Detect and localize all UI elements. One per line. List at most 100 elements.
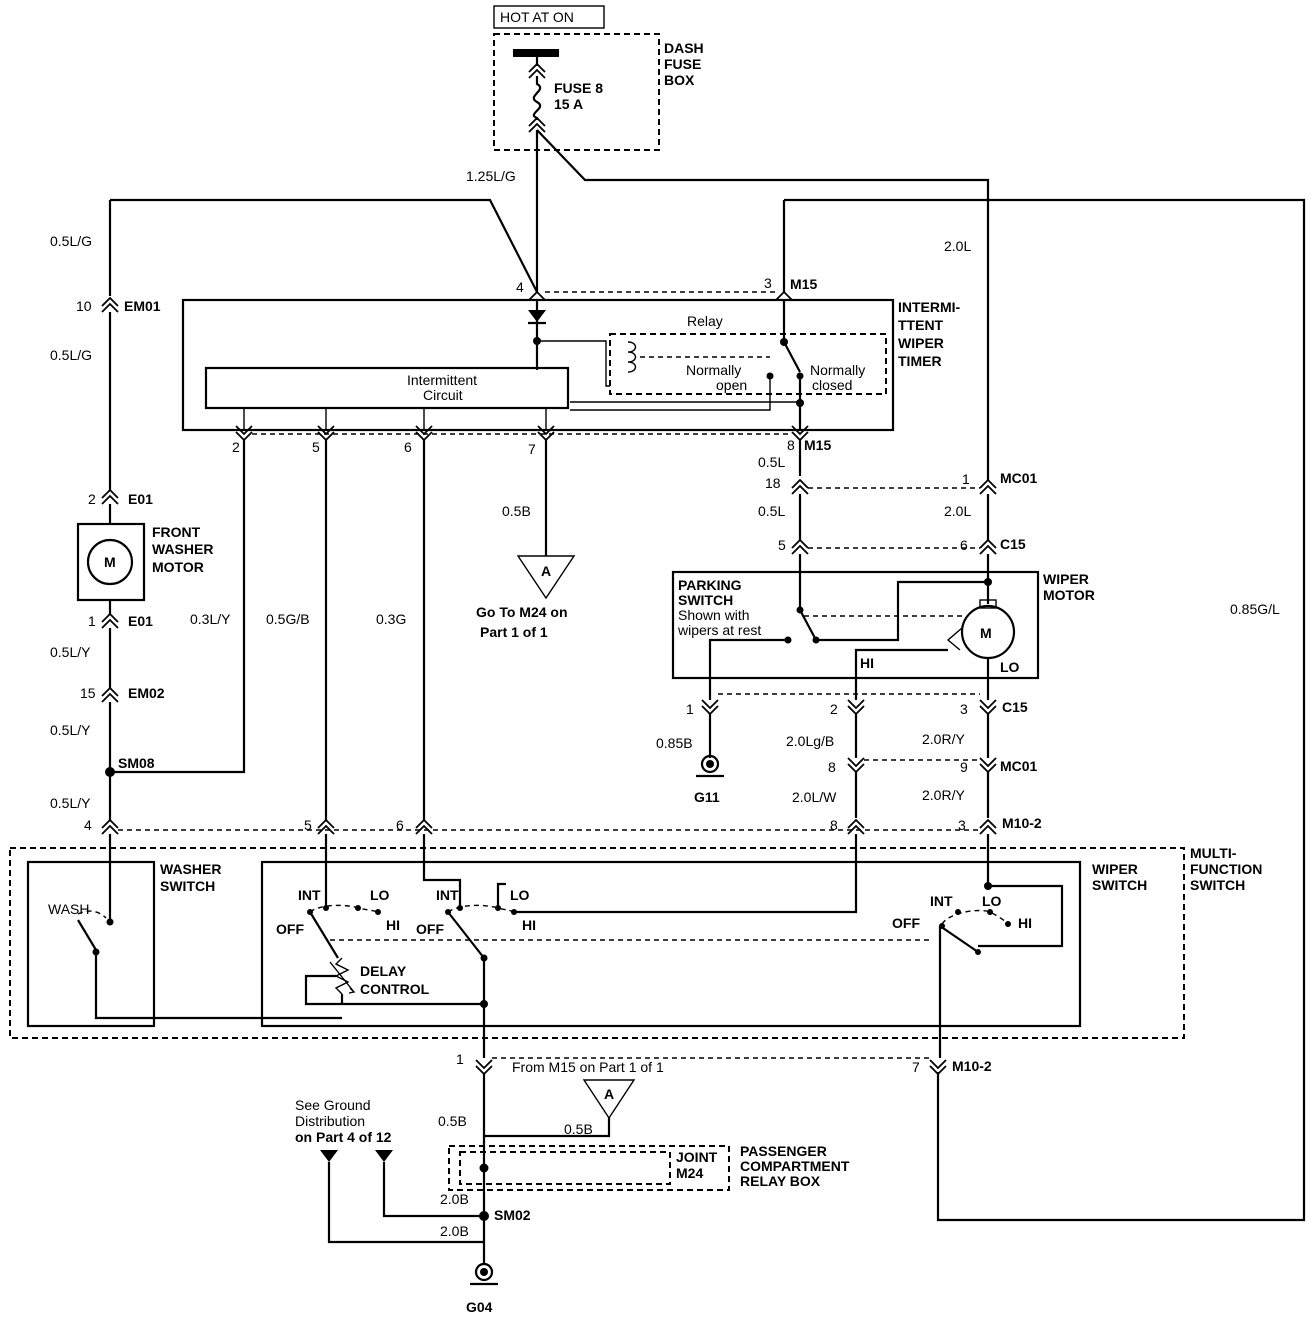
wire-label-0-85gl: 0.85G/L: [1230, 601, 1280, 617]
wire-label-2-0b-b: 2.0B: [440, 1223, 469, 1239]
svg-text:WIPER: WIPER: [1092, 861, 1138, 877]
pin-18: 18: [765, 475, 781, 491]
reference-a-bottom-letter: A: [604, 1086, 614, 1102]
joint-m24-box: [459, 1151, 671, 1185]
svg-text:Normally: Normally: [810, 362, 865, 378]
pin-3-m10: 3: [958, 817, 966, 833]
go-to-m24-label: Go To M24 on Part 1 of 1: [476, 604, 568, 640]
svg-text:TTENT: TTENT: [898, 317, 944, 333]
m10-2-top-connector: [101, 818, 997, 835]
pin-15: 15: [80, 685, 96, 701]
connector-sm08: SM08: [118, 755, 155, 771]
parking-ground-wire: [708, 638, 788, 700]
wire-label-0-5b-c: 0.5B: [564, 1121, 593, 1137]
wiper-sec2-blade: [447, 911, 485, 959]
ground-ref-arrow-2: [375, 1150, 393, 1162]
normally-open-label: Normally open: [686, 362, 747, 393]
washer-motor-letter: M: [104, 554, 116, 570]
parking-switch-label: PARKING SWITCH Shown with wipers at rest: [677, 577, 761, 638]
pin-5-c15: 5: [778, 537, 786, 553]
wire-label-2-0ry-b: 2.0R/Y: [922, 787, 965, 803]
wire-0-3ly: [110, 440, 246, 774]
wiper-sec3-arc: [941, 909, 1009, 925]
svg-text:M24: M24: [676, 1165, 703, 1181]
motor-lo-label: LO: [1000, 659, 1020, 675]
svg-text:Go To M24 on: Go To M24 on: [476, 604, 568, 620]
svg-text:closed: closed: [812, 377, 852, 393]
fuse-8-icon: [532, 76, 542, 120]
svg-text:SWITCH: SWITCH: [1092, 877, 1147, 893]
wire-label-2-0l-a: 2.0L: [944, 238, 971, 254]
dash-fuse-box: [493, 33, 660, 151]
timer-leads: [243, 408, 547, 430]
hot-at-on-label: HOT AT ON: [500, 9, 574, 25]
wiper-motor-label: WIPER MOTOR: [1043, 571, 1095, 603]
ground-g04-label: G04: [466, 1299, 493, 1315]
relay-coil-feed: [537, 340, 610, 387]
connector-m15-top: M15: [790, 276, 817, 292]
wire-label-0-5lg-b: 0.5L/G: [50, 347, 92, 363]
pin-7-m10-bottom: 7: [912, 1059, 920, 1075]
pin-3-top: 3: [764, 275, 772, 291]
svg-text:DELAY: DELAY: [360, 963, 407, 979]
washer-motor-icon: [86, 538, 134, 586]
wire-label-0-85b: 0.85B: [656, 735, 693, 751]
pin-10: 10: [76, 298, 92, 314]
wiper-switch-label: WIPER SWITCH: [1092, 861, 1147, 893]
connector-c15-bottom: C15: [1002, 699, 1028, 715]
pin-8-t: 8: [787, 437, 795, 453]
wiper-sec1-blade: [309, 911, 339, 959]
wire-label-2-0ry-a: 2.0R/Y: [922, 731, 965, 747]
svg-text:Intermittent: Intermittent: [407, 372, 477, 388]
parking-switch-blade: [798, 554, 817, 641]
svg-text:15 A: 15 A: [554, 96, 583, 112]
svg-text:Circuit: Circuit: [423, 387, 463, 403]
svg-text:WIPER: WIPER: [898, 335, 944, 351]
ground-g11-label: G11: [694, 789, 720, 805]
svg-text:TIMER: TIMER: [898, 353, 942, 369]
wire-label-0-5ly-c: 0.5L/Y: [50, 795, 91, 811]
joint-m24-label: JOINT M24: [676, 1149, 718, 1181]
wire-label-2-0lw: 2.0L/W: [792, 789, 837, 805]
m15-top-connector: [528, 290, 793, 301]
wiper-sec2-hi-wire: [514, 834, 858, 914]
reference-a-triangle-bottom: [582, 1079, 636, 1120]
wash-label: WASH: [48, 901, 89, 917]
connector-m10-2-top: M10-2: [1002, 815, 1042, 831]
dash-fuse-box-label: DASH FUSE BOX: [664, 40, 704, 88]
svg-text:FUNCTION: FUNCTION: [1190, 861, 1262, 877]
passenger-relay-box-label: PASSENGER COMPARTMENT RELAY BOX: [740, 1143, 850, 1189]
pin-1-m10-bottom: 1: [456, 1051, 464, 1067]
relay-switch-blade: [782, 300, 801, 373]
wash-ground-wire: [94, 952, 342, 1020]
svg-text:Shown with: Shown with: [678, 607, 750, 623]
svg-text:JOINT: JOINT: [676, 1149, 718, 1165]
relay-box: [609, 333, 887, 395]
svg-text:DASH: DASH: [664, 40, 704, 56]
wiper-sec2-feed: [422, 834, 462, 908]
pin-4-m10: 4: [84, 817, 92, 833]
svg-text:FRONT: FRONT: [152, 524, 201, 540]
delay-control-wire: [304, 974, 484, 1006]
m15-bottom-connector: [235, 425, 809, 442]
wire-label-0-5gb: 0.5G/B: [266, 611, 310, 627]
off-label-2: OFF: [416, 921, 444, 937]
svg-text:PASSENGER: PASSENGER: [740, 1143, 827, 1159]
wire-label-2-0lgb: 2.0Lg/B: [786, 733, 834, 749]
motor-brush-hi: [946, 627, 963, 651]
wire-label-0-5ly-b: 0.5L/Y: [50, 722, 91, 738]
wash-dash: [77, 910, 107, 919]
connector-em02: EM02: [128, 685, 165, 701]
washer-switch-label: WASHER SWITCH: [160, 861, 221, 894]
wire-label-0-5ly-a: 0.5L/Y: [50, 644, 91, 660]
svg-text:PARKING: PARKING: [678, 577, 742, 593]
multi-function-switch: [9, 847, 1185, 1039]
wire-label-0-5b-b: 0.5B: [438, 1113, 467, 1129]
pin-6-t: 6: [404, 439, 412, 455]
svg-text:Normally: Normally: [686, 362, 741, 378]
delay-control-arrow: [329, 961, 356, 994]
off-label-3: OFF: [892, 915, 920, 931]
fuse-connector-top: [528, 62, 546, 79]
wire-label-0-5b-a: 0.5B: [502, 503, 531, 519]
